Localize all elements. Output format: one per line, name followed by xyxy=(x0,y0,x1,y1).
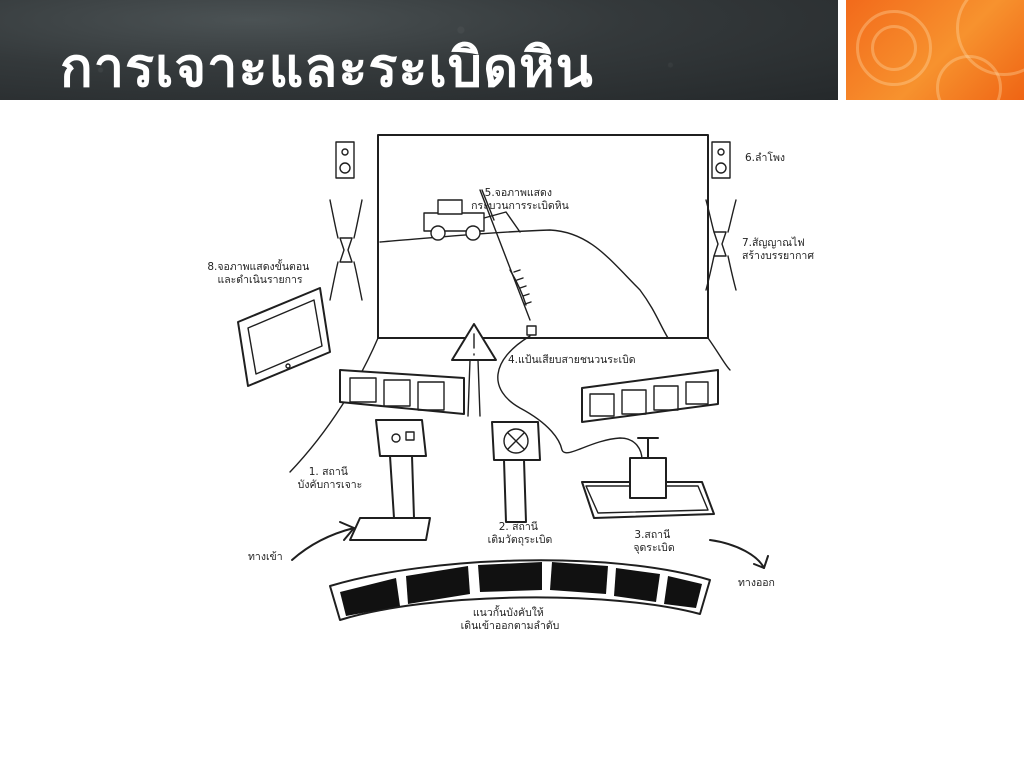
side-monitor-icon xyxy=(237,287,331,387)
label-screen-line2: กระบวนการระเบิดหิน xyxy=(471,200,569,212)
queue-barrier xyxy=(329,559,711,621)
label-plug-target: 4.แป้นเสียบสายชนวนระเบิด xyxy=(508,353,636,366)
label-speaker: 6.ลำโพง xyxy=(745,151,785,164)
label-light-signal: 7.สัญญาณไฟ สร้างบรรยากาศ xyxy=(742,236,814,262)
label-entrance: ทางเข้า xyxy=(248,551,283,563)
label-side-monitor: 8.จอภาพแสดงขั้นตอน และดำเนินรายการ xyxy=(207,259,312,286)
light-signal-left-icon xyxy=(329,199,363,301)
light-signal-right-icon xyxy=(705,199,737,291)
svg-text:5.จอภาพแสดง กระบวนการระเ: 5.จอภาพแสดง กระบวนการระเบิดหิน xyxy=(471,187,569,212)
step-plate-1 xyxy=(349,517,431,541)
title-bar xyxy=(0,0,838,100)
warning-sign-icon xyxy=(451,323,497,417)
drill-rig-icon xyxy=(423,189,531,321)
entrance-arrow-icon xyxy=(291,521,355,561)
blasting-station-diagram: 5.จอภาพแสดง กระบวนการระเบิดหิน 6.ลำโพง 7… xyxy=(207,134,814,632)
label-station1: 1. สถานี บังคับการเจาะ xyxy=(298,465,363,491)
station-1-drill-control xyxy=(375,419,427,519)
label-screen-line1: 5.จอภาพแสดง xyxy=(485,187,552,199)
page-title: การเจาะและระเบิดหิน xyxy=(60,36,594,99)
exit-arrow-icon xyxy=(709,539,769,569)
station-3-detonator xyxy=(581,437,715,519)
fence-right xyxy=(581,369,719,423)
label-exit: ทางออก xyxy=(738,577,775,589)
main-screen xyxy=(377,134,709,339)
speaker-right-icon xyxy=(711,141,731,179)
station-2-charge xyxy=(491,421,541,523)
decorative-orange-panel xyxy=(846,0,1024,100)
fence-left xyxy=(339,369,465,415)
label-station2: 2. สถานี เติมวัตถุระเบิด xyxy=(488,520,553,546)
label-station3: 3.สถานี จุดระเบิด xyxy=(633,528,674,554)
label-barrier: แนวกั้นบังคับให้ เดินเข้าออกตามลำดับ xyxy=(461,605,560,632)
speaker-left-icon xyxy=(335,141,355,179)
